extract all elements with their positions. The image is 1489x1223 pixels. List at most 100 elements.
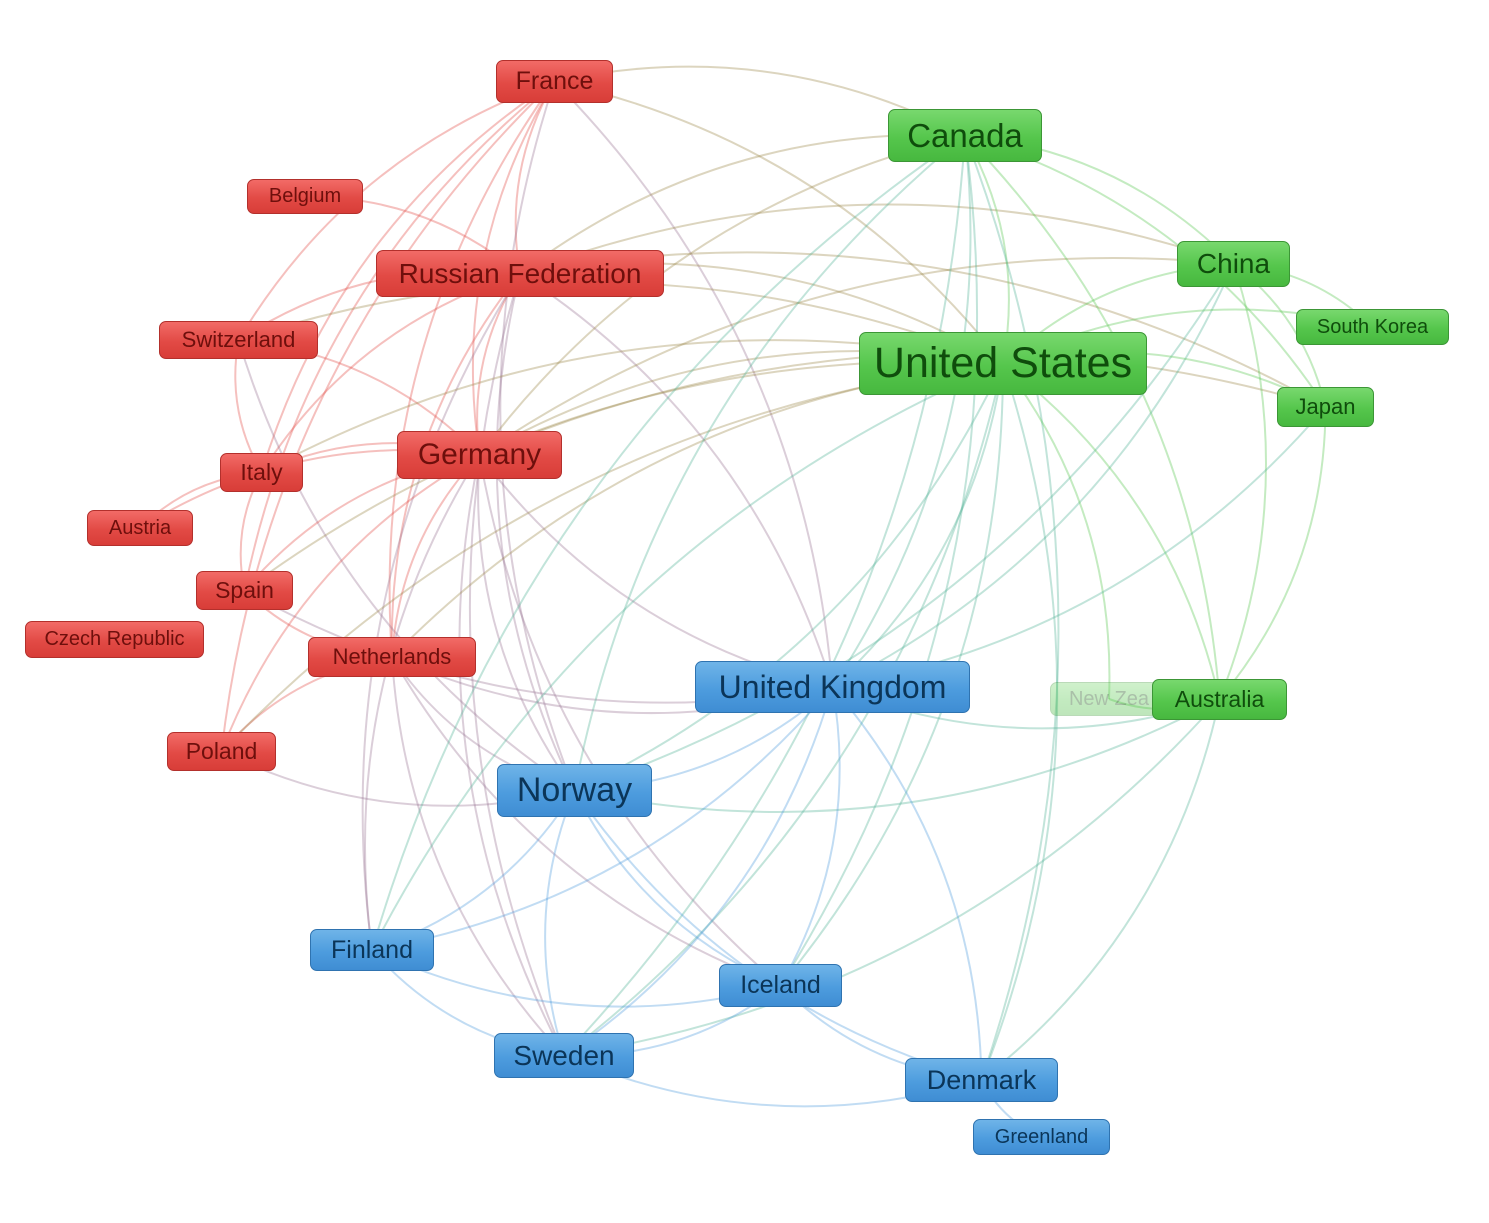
edge-russia-norway	[495, 273, 576, 791]
edge-spain-us	[243, 360, 1004, 592]
edge-france-spain	[243, 80, 556, 591]
node-belgium[interactable]: Belgium	[247, 179, 363, 214]
node-denmark[interactable]: Denmark	[905, 1058, 1058, 1102]
edge-us-finland	[371, 362, 1004, 951]
node-canada[interactable]: Canada	[888, 109, 1042, 162]
edge-canada-uk	[831, 135, 972, 688]
edge-france-poland	[220, 80, 556, 752]
edge-france-us	[554, 80, 1004, 365]
node-label: Poland	[185, 738, 258, 764]
edge-france-italy	[260, 80, 556, 473]
node-label: Austria	[108, 516, 172, 539]
node-sweden[interactable]: Sweden	[494, 1033, 634, 1078]
edge-us-uk	[831, 363, 1004, 688]
node-germany[interactable]: Germany	[397, 431, 562, 479]
node-finland[interactable]: Finland	[310, 929, 434, 971]
node-czech-republic[interactable]: Czech Republic	[25, 621, 204, 658]
edge-france-russia	[514, 81, 556, 274]
edge-germany-iceland	[478, 454, 782, 987]
node-iceland[interactable]: Iceland	[719, 964, 842, 1007]
node-japan[interactable]: Japan	[1277, 387, 1374, 427]
node-label: Belgium	[268, 185, 342, 207]
edge-us-australia	[1002, 362, 1221, 700]
node-russian-federation[interactable]: Russian Federation	[376, 250, 664, 297]
edge-germany-netherlands	[391, 454, 481, 658]
edge-uk-sweden	[563, 686, 834, 1057]
edge-japan-australia	[1218, 406, 1327, 701]
edge-france-netherlands	[388, 80, 556, 658]
node-label: Japan	[1295, 394, 1356, 419]
edge-france-uk	[553, 80, 834, 688]
edge-canada-iceland	[779, 135, 979, 987]
edge-australia-sweden	[563, 698, 1221, 1057]
edge-australia-norway	[574, 698, 1220, 813]
node-australia[interactable]: Australia	[1152, 679, 1287, 720]
edge-canada-denmark	[964, 135, 1060, 1081]
node-label: South Korea	[1316, 315, 1429, 338]
edge-germany-uk	[478, 454, 833, 688]
node-switzerland[interactable]: Switzerland	[159, 321, 318, 359]
node-label: Italy	[240, 459, 283, 485]
edge-germany-poland	[220, 454, 480, 752]
edge-switzerland-norway	[237, 339, 576, 792]
edge-australia-denmark	[980, 699, 1221, 1081]
node-south-korea[interactable]: South Korea	[1296, 309, 1449, 345]
node-label: Germany	[417, 438, 542, 471]
edge-us-denmark	[980, 363, 1059, 1081]
node-france[interactable]: France	[496, 60, 613, 103]
node-label: Australia	[1174, 686, 1265, 712]
node-austria[interactable]: Austria	[87, 510, 193, 546]
node-china[interactable]: China	[1177, 241, 1290, 287]
edge-germany-norway	[477, 454, 576, 792]
node-label: Greenland	[994, 1125, 1089, 1148]
edge-russia-china	[519, 203, 1234, 275]
node-netherlands[interactable]: Netherlands	[308, 637, 476, 677]
edge-us-newzealand	[1002, 362, 1111, 700]
edge-germany-canada	[478, 134, 966, 456]
node-label: Iceland	[740, 971, 821, 999]
edge-netherlands-sweden	[391, 656, 565, 1057]
edge-norway-denmark	[573, 789, 982, 1081]
node-label: New Zea	[1068, 687, 1150, 710]
edge-china-australia	[1218, 263, 1268, 700]
node-label: Switzerland	[181, 327, 296, 352]
edge-uk-denmark	[831, 686, 983, 1081]
edge-russia-finland	[361, 272, 521, 951]
edge-germany-sweden	[458, 454, 565, 1056]
node-label: Finland	[331, 935, 413, 964]
edge-germany-finland	[364, 454, 481, 951]
edge-france-switzerland	[237, 80, 555, 341]
edge-uk-iceland	[779, 686, 841, 986]
edge-russia-sweden	[468, 273, 565, 1056]
node-label: Russian Federation	[398, 257, 642, 289]
node-new-zealand[interactable]: New Zea	[1050, 682, 1168, 716]
node-label: Spain	[215, 577, 274, 603]
node-label: Czech Republic	[44, 628, 185, 650]
node-label: China	[1196, 248, 1271, 279]
node-label: Norway	[516, 771, 633, 809]
edge-germany-china	[478, 257, 1234, 456]
edge-china-uk	[832, 263, 1235, 688]
node-label: Netherlands	[332, 644, 452, 669]
edge-uk-finland	[371, 686, 834, 951]
edge-us-sweden	[563, 363, 1004, 1057]
edge-canada-sweden	[563, 135, 966, 1057]
node-label: Sweden	[513, 1039, 615, 1071]
node-italy[interactable]: Italy	[220, 453, 303, 492]
node-label: United States	[873, 339, 1133, 387]
node-spain[interactable]: Spain	[196, 571, 293, 610]
node-poland[interactable]: Poland	[167, 732, 276, 771]
node-united-states[interactable]: United States	[859, 332, 1147, 395]
edge-us-norway	[574, 363, 1004, 792]
node-united-kingdom[interactable]: United Kingdom	[695, 661, 970, 713]
node-label: Canada	[907, 116, 1023, 154]
edge-russia-uk	[519, 272, 834, 688]
node-norway[interactable]: Norway	[497, 764, 652, 817]
edge-netherlands-iceland	[391, 656, 781, 987]
edge-china-norway	[574, 263, 1235, 792]
edge-norway-sweden	[544, 790, 576, 1056]
node-label: France	[515, 67, 594, 95]
node-greenland[interactable]: Greenland	[973, 1119, 1110, 1155]
node-label: Denmark	[926, 1064, 1037, 1095]
